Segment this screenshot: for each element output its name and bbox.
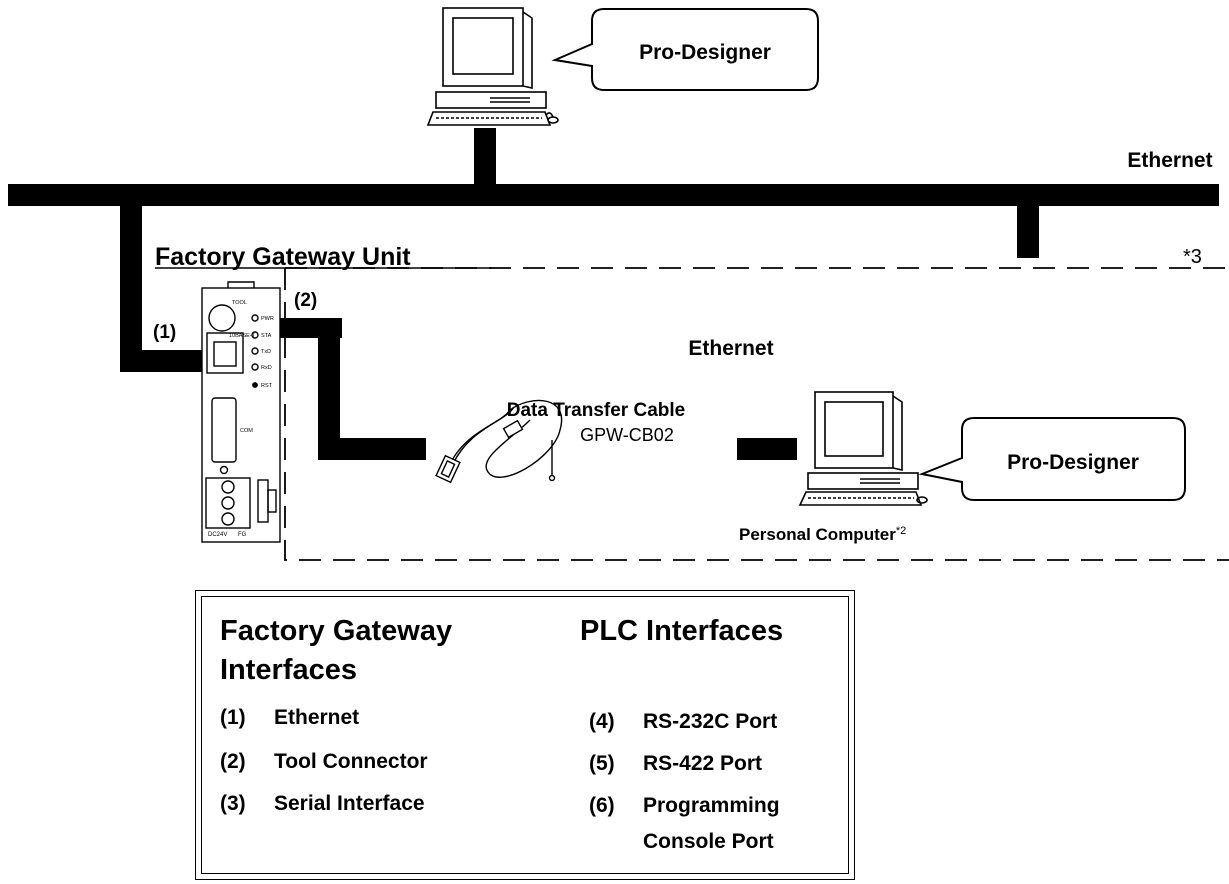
legend-left-heading-1: Factory Gateway <box>220 615 453 647</box>
legend-item-6-line-2: Console Port <box>643 830 774 853</box>
ethernet-drop-left <box>120 200 142 372</box>
svg-text:10BASE-T: 10BASE-T <box>229 333 256 339</box>
top-computer-drop <box>474 128 496 186</box>
legend-left-heading-2: Interfaces <box>220 654 358 686</box>
pro-designer-right-label: Pro-Designer <box>1007 451 1139 474</box>
pro-designer-label: Pro-Designer <box>639 41 771 64</box>
personal-computer-icon <box>798 391 928 506</box>
legend-item-2: (2)Tool Connector <box>220 750 428 773</box>
svg-text:PWR: PWR <box>261 316 274 322</box>
ethernet-inner-label: Ethernet <box>688 337 773 360</box>
legend-item-1: (1)Ethernet <box>220 706 360 729</box>
ethernet-link-1 <box>120 350 206 372</box>
ethernet-bus <box>8 184 1219 206</box>
cable-title-label: Data Transfer Cable <box>507 400 685 421</box>
data-transfer-cable-icon <box>435 399 563 484</box>
tool-link-to-cable <box>318 438 426 460</box>
legend-item-3: (3)Serial Interface <box>220 792 425 815</box>
personal-computer-label: Personal Computer*2 <box>739 525 906 544</box>
svg-text:STA: STA <box>261 333 272 339</box>
cable-model-label: GPW-CB02 <box>580 425 674 445</box>
legend-right-heading: PLC Interfaces <box>580 615 784 647</box>
svg-text:TOOL: TOOL <box>232 300 247 306</box>
svg-text:DC24V: DC24V <box>208 532 227 538</box>
dashed-boundary <box>284 267 1229 561</box>
factory-gateway-device <box>201 281 281 543</box>
legend-item-6: (6)Programming <box>589 794 780 817</box>
legend-inner-border <box>201 596 849 874</box>
svg-text:RST: RST <box>261 383 273 389</box>
tool-link-vertical <box>318 318 340 460</box>
svg-text:RxD: RxD <box>261 365 272 371</box>
factory-gateway-unit-label: Factory Gateway Unit <box>155 243 411 271</box>
svg-text:COM: COM <box>240 428 253 434</box>
legend-item-5: (5)RS-422 Port <box>589 752 763 775</box>
note-3-label: *3 <box>1183 246 1202 268</box>
ethernet-label: Ethernet <box>1127 149 1212 172</box>
callout-right: Pro-Designer <box>918 417 1186 501</box>
svg-text:FG: FG <box>238 532 247 538</box>
legend-item-4: (4)RS-232C Port <box>589 710 778 733</box>
top-computer-icon <box>426 7 559 126</box>
port-2-label: (2) <box>294 290 317 311</box>
ethernet-drop-right <box>1017 200 1039 258</box>
port-1-label: (1) <box>153 322 176 343</box>
svg-text:TxD: TxD <box>261 349 271 355</box>
legend-box: Factory Gateway Interfaces PLC Interface… <box>195 590 855 880</box>
callout-top: Pro-Designer <box>551 8 819 91</box>
cable-to-pc-link <box>737 438 797 460</box>
device-panel-text: TOOL 10BASE-T PWR STA TxD RxD RST COM DC… <box>208 300 274 538</box>
